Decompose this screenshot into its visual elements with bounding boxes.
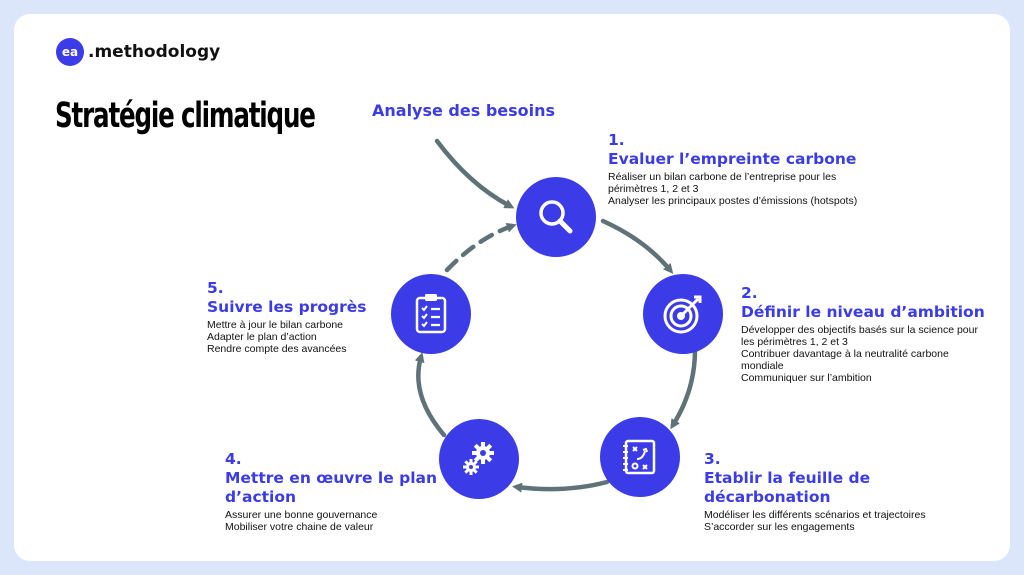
arrow-step4-to-step5	[414, 352, 447, 438]
arrow-step3-to-step4	[512, 479, 610, 493]
step-description: Modéliser les différents scénarios et tr…	[704, 509, 984, 533]
step-title: Définir le niveau d’ambition	[741, 303, 985, 321]
desc-line: Modéliser les différents scénarios et tr…	[704, 509, 926, 521]
desc-line: Développer des objectifs basés sur la sc…	[741, 324, 978, 336]
title-line: décarbonation	[704, 488, 831, 506]
step-3-text: 3. Etablir la feuille de décarbonation M…	[704, 450, 984, 533]
desc-line: Communiquer sur l’ambition	[741, 372, 872, 384]
logo-name: .methodology	[88, 42, 221, 62]
step-1-text: 1. Evaluer l’empreinte carbone Réaliser …	[608, 131, 908, 207]
step-description: Développer des objectifs basés sur la sc…	[741, 324, 1001, 384]
step-4-node	[439, 419, 519, 499]
step-title: Etablir la feuille de décarbonation	[704, 469, 984, 507]
desc-line: Réaliser un bilan carbone de l’entrepris…	[608, 171, 837, 183]
step-number: 5.	[207, 279, 224, 297]
title-line: d’action	[225, 488, 297, 506]
step-number: 2.	[741, 284, 758, 302]
title-line: Etablir la feuille de	[704, 469, 871, 487]
step-title: Suivre les progrès	[207, 298, 367, 316]
arrow-step5-to-step1	[444, 222, 517, 273]
needs-analysis-label: Analyse des besoins	[372, 101, 556, 120]
desc-line: Mettre à jour le bilan carbone	[207, 319, 343, 331]
arrow-step1-to-step2	[600, 218, 674, 274]
target-icon	[663, 295, 702, 334]
desc-line: périmètres 1, 2 et 3	[608, 183, 699, 195]
step-number: 3.	[704, 450, 721, 468]
step-number: 4.	[225, 450, 242, 468]
arrow-needs-to-step1	[434, 138, 515, 209]
gears-icon	[463, 442, 494, 475]
step-3-node	[600, 417, 680, 497]
step-5-node	[391, 274, 471, 354]
desc-line: Assurer une bonne gouvernance	[225, 509, 378, 521]
step-description: Mettre à jour le bilan carbone Adapter l…	[207, 319, 387, 355]
desc-line: Adapter le plan d’action	[207, 331, 317, 343]
desc-line: Contribuer davantage à la neutralité car…	[741, 348, 949, 360]
arrow-step2-to-step3	[670, 347, 698, 430]
strategy-board-icon	[623, 439, 656, 475]
step-4-text: 4. Mettre en œuvre le plan d’action Assu…	[225, 450, 455, 533]
step-title: Evaluer l’empreinte carbone	[608, 150, 857, 168]
page-title: Stratégie climatique	[55, 96, 316, 136]
desc-line: mondiale	[741, 360, 784, 372]
step-description: Assurer une bonne gouvernance Mobiliser …	[225, 509, 455, 533]
magnifier-icon	[539, 200, 573, 234]
step-description: Réaliser un bilan carbone de l’entrepris…	[608, 171, 908, 207]
desc-line: les périmètres 1, 2 et 3	[741, 336, 848, 348]
clipboard-checklist-icon	[415, 294, 447, 334]
title-line: Mettre en œuvre le plan	[225, 469, 438, 487]
logo-badge: ea	[56, 38, 84, 66]
step-number: 1.	[608, 131, 625, 149]
desc-line: Mobiliser votre chaine de valeur	[225, 521, 374, 533]
step-title: Mettre en œuvre le plan d’action	[225, 469, 455, 507]
step-2-text: 2. Définir le niveau d’ambition Développ…	[741, 284, 1001, 384]
desc-line: Rendre compte des avancées	[207, 343, 347, 355]
step-2-node	[643, 274, 723, 354]
desc-line: S’accorder sur les engagements	[704, 521, 855, 533]
desc-line: Analyser les principaux postes d’émissio…	[608, 195, 858, 207]
step-5-text: 5. Suivre les progrès Mettre à jour le b…	[207, 279, 387, 355]
step-1-node	[516, 177, 596, 257]
brand-logo: ea .methodology	[56, 38, 220, 66]
